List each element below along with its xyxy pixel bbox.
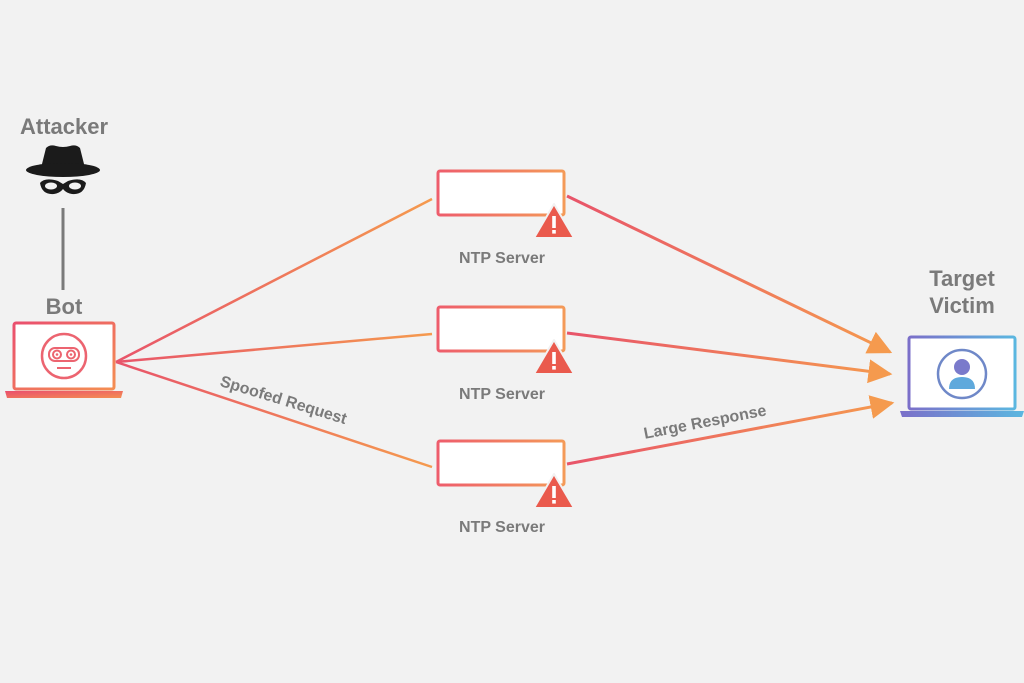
ntp-server-label-1: NTP Server (459, 250, 545, 267)
ntp-server-2 (436, 305, 575, 375)
ntp-server-label-2: NTP Server (459, 386, 545, 403)
target-label-line1: Target (929, 266, 995, 291)
response-line-3 (566, 395, 895, 466)
target-victim-label: Target Victim (929, 265, 995, 319)
ntp-server-1 (436, 169, 575, 239)
target-label-line2: Victim (929, 293, 995, 318)
attacker-label: Attacker (19, 114, 109, 139)
request-line-1 (115, 197, 433, 364)
target-victim-laptop (900, 335, 1024, 417)
response-lines (566, 194, 895, 466)
request-line-2 (115, 332, 433, 364)
response-line-1 (566, 194, 893, 354)
spoofed-request-label: Spoofed Request (218, 373, 349, 428)
bot-label: Bot (45, 294, 83, 319)
warning-triangle-icon (533, 339, 575, 375)
ntp-server-3 (436, 439, 575, 509)
ntp-server-label-3: NTP Server (459, 519, 545, 536)
request-line-3 (115, 360, 433, 469)
user-avatar-icon (936, 348, 988, 400)
request-lines (115, 197, 433, 469)
bot-laptop (5, 321, 123, 398)
response-line-2 (566, 331, 893, 384)
robot-face-icon (40, 332, 88, 380)
spy-hat-mask-icon (26, 145, 100, 195)
warning-triangle-icon (533, 203, 575, 239)
warning-triangle-icon (533, 473, 575, 509)
